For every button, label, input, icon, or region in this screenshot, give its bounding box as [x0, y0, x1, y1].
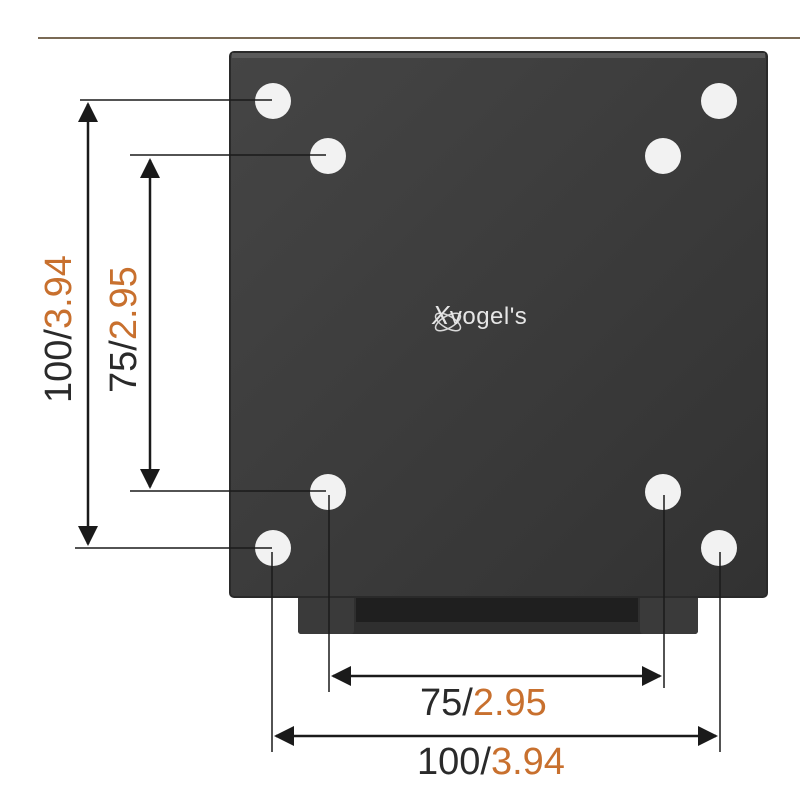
- dimension-metric: 100/: [38, 329, 80, 403]
- hole-outer-bottom-left: [255, 530, 291, 566]
- dimension-metric: 100/: [417, 741, 491, 783]
- hole-outer-top-left: [255, 83, 291, 119]
- logo-mark: X: [432, 300, 450, 330]
- dimension-label-horizontal-inner: 75/2.95: [420, 684, 547, 722]
- hole-inner-top-right: [645, 138, 681, 174]
- dimension-label-vertical-outer: 100/3.94: [38, 255, 80, 403]
- hole-inner-bottom-right: [645, 474, 681, 510]
- logo-text: vogel's: [449, 303, 528, 330]
- plate-highlight: [232, 53, 765, 58]
- dimension-imperial: 2.95: [103, 266, 145, 341]
- dimension-metric: 75/: [420, 682, 473, 724]
- dimension-label-horizontal-outer: 100/3.94: [417, 743, 565, 781]
- bracket-plate: [229, 51, 768, 598]
- dimension-metric: 75/: [103, 340, 145, 393]
- hole-outer-bottom-right: [701, 530, 737, 566]
- dimension-lines: [78, 102, 718, 746]
- dimension-imperial: 3.94: [38, 255, 80, 330]
- dimension-imperial: 2.95: [472, 682, 547, 724]
- mounting-holes: [255, 83, 737, 566]
- dimension-label-vertical-inner: 75/2.95: [103, 266, 145, 393]
- hole-inner-bottom-left: [310, 474, 346, 510]
- bracket-rail: [298, 588, 698, 634]
- hole-outer-top-right: [701, 83, 737, 119]
- hole-inner-top-left: [310, 138, 346, 174]
- extension-lines: [75, 99, 721, 752]
- dimension-imperial: 3.94: [490, 741, 565, 783]
- vogels-logo-icon: [434, 312, 462, 332]
- brand-logo: Xvogel's: [432, 300, 527, 331]
